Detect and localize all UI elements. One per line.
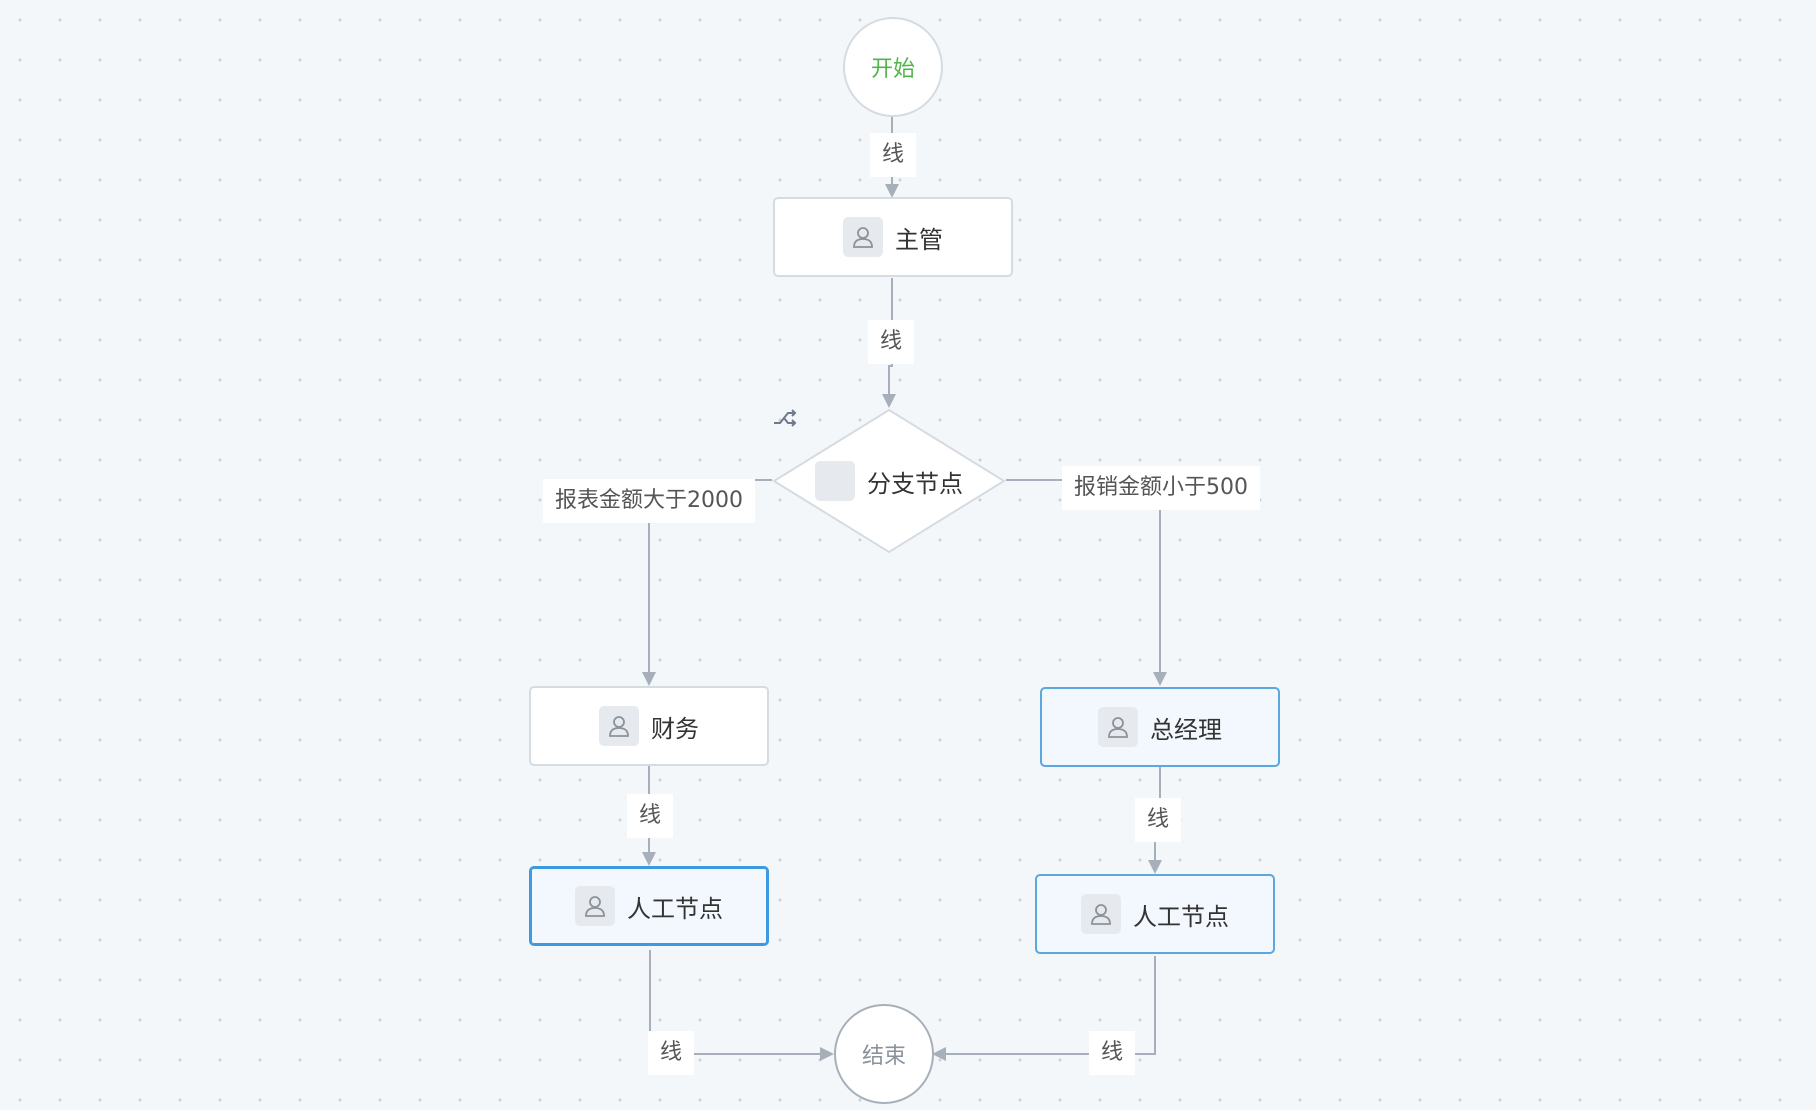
manual-node-right[interactable]: 人工节点 (1035, 874, 1275, 954)
supervisor-node-label: 主管 (895, 225, 943, 254)
manual-node-left[interactable]: 人工节点 (529, 866, 769, 946)
diamond-shape (772, 408, 1006, 554)
edge-label-gm-to-manual[interactable]: 线 (1134, 798, 1182, 842)
general-manager-node[interactable]: 总经理 (1040, 687, 1280, 767)
end-node[interactable]: 结束 (834, 1004, 934, 1104)
user-icon (1081, 894, 1121, 934)
finance-node-label: 财务 (651, 714, 699, 743)
branch-node-label: 分支节点 (867, 469, 963, 498)
branch-node[interactable]: 分支节点 (772, 408, 1006, 554)
edge-label-manual-right-to-end[interactable]: 线 (1088, 1031, 1136, 1075)
edge-label-finance-to-manual[interactable]: 线 (626, 794, 674, 838)
edge-label-branch-to-gm[interactable]: 报销金额小于500 (1062, 466, 1260, 510)
edge-label-manual-left-to-end[interactable]: 线 (647, 1031, 695, 1075)
manual-node-left-label: 人工节点 (627, 894, 723, 923)
branch-icon (774, 409, 855, 501)
start-node-label: 开始 (870, 57, 915, 82)
edge-manual-right-to-end[interactable] (932, 956, 1156, 1061)
edge-branch-to-gm[interactable] (1006, 479, 1167, 686)
user-icon (843, 217, 883, 257)
user-icon (599, 706, 639, 746)
edge-label-branch-to-finance[interactable]: 报表金额大于2000 (543, 479, 755, 523)
general-manager-node-label: 总经理 (1150, 715, 1222, 744)
finance-node[interactable]: 财务 (529, 686, 769, 766)
start-node[interactable]: 开始 (843, 17, 943, 117)
edge-label-start-to-supervisor[interactable]: 线 (869, 133, 917, 177)
user-icon (575, 886, 615, 926)
edge-label-supervisor-to-branch[interactable]: 线 (867, 320, 915, 364)
end-node-label: 结束 (861, 1044, 906, 1069)
supervisor-node[interactable]: 主管 (773, 197, 1013, 277)
manual-node-right-label: 人工节点 (1133, 902, 1229, 931)
user-icon (1098, 707, 1138, 747)
